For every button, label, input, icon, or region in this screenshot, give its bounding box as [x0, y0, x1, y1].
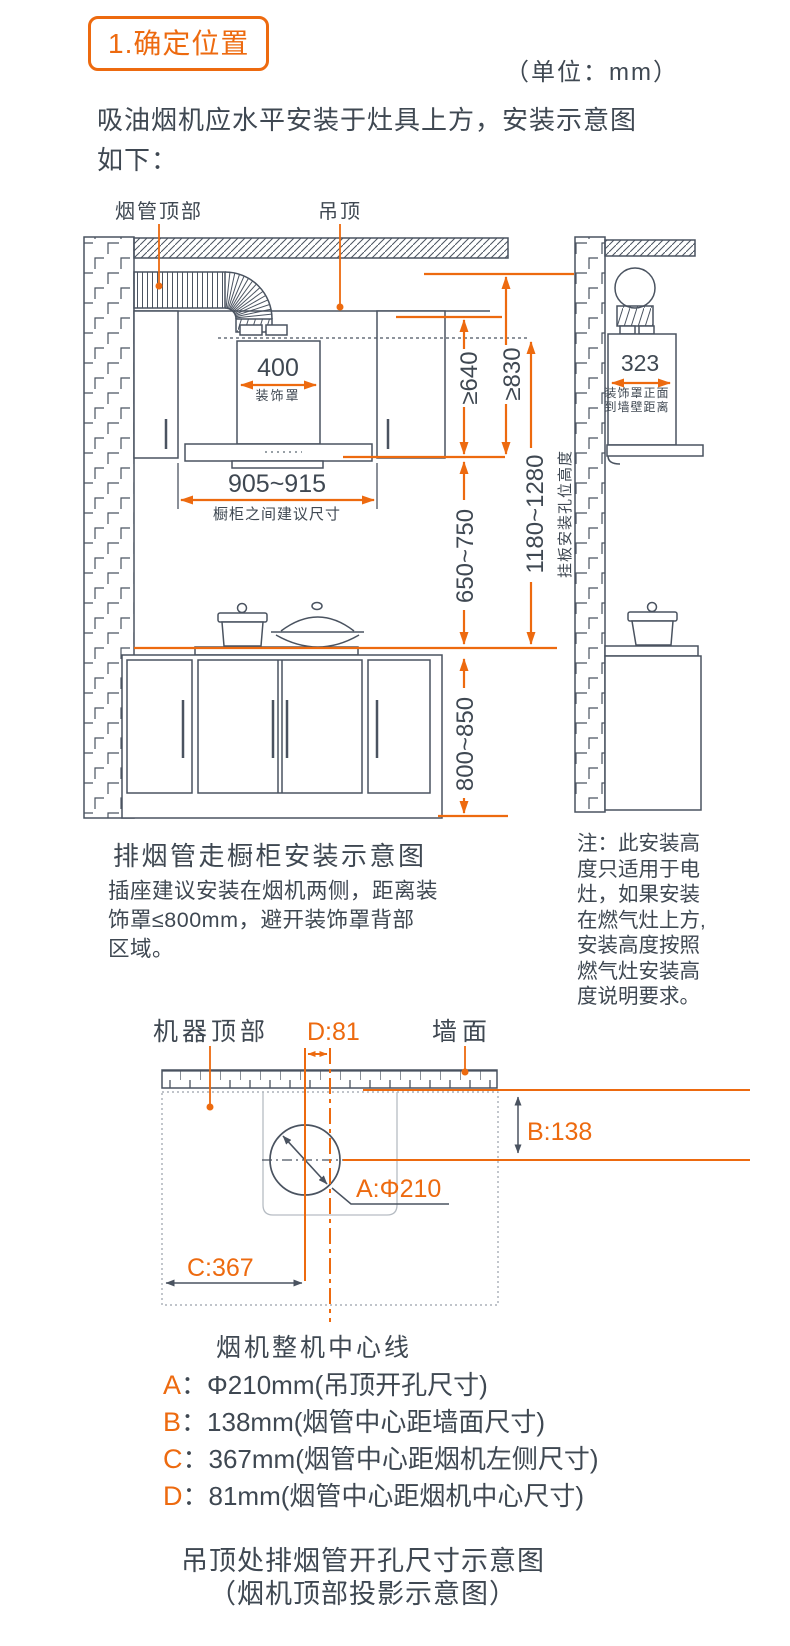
intro-text: 吸油烟机应水平安装于灶具上方，安装示意图 如下：: [97, 100, 737, 180]
legend-row-d: D：81mm(烟管中心距烟机中心尺寸): [163, 1478, 599, 1515]
inner-panel-outline: [262, 1092, 398, 1216]
base-cabinet-door: [197, 659, 363, 794]
projection-caption-line: 吊顶处排烟管开孔尺寸示意图: [181, 1546, 545, 1576]
legend-letter: A: [163, 1370, 182, 1400]
legend-letter: D: [163, 1481, 183, 1511]
legend-letter: B: [163, 1407, 182, 1437]
side-base-cabinet: [604, 655, 702, 811]
legend-colon: ：: [182, 1481, 209, 1511]
hood-duct-cap: [239, 324, 263, 336]
legend-text: 367mm(烟管中心距烟机左侧尺寸): [208, 1444, 599, 1474]
socket-note-line: 饰罩≤800mm，避开装饰罩背部: [108, 908, 415, 932]
gas-stove-note: 注：此安装高 度只适用于电 灶，如果安装 在燃气灶上方, 安装高度按照 燃气灶安…: [577, 831, 722, 1010]
dim-c: C:367: [187, 1254, 254, 1282]
gas-stove-note-line: 度只适用于电: [577, 857, 700, 881]
dim-650: 650~750: [452, 509, 479, 603]
dim-1180: 1180~1280: [522, 454, 549, 573]
ceiling-label: 吊顶: [318, 201, 362, 223]
leader-dot: [155, 282, 163, 290]
gas-stove-note-line: 安装高度按照: [577, 934, 700, 957]
legend-colon: ：: [181, 1407, 208, 1437]
socket-note-line: 插座建议安装在烟机两侧，距离装: [108, 879, 439, 903]
dim-400: 400: [257, 354, 299, 382]
exhaust-duct: [133, 271, 226, 309]
dim-323-note: 装饰罩正面: [604, 386, 669, 400]
hood-chimney-cover: [236, 340, 321, 445]
legend-colon: ：: [182, 1444, 209, 1474]
dim-d: D:81: [307, 1018, 360, 1046]
gas-stove-note-line: 度说明要求。: [577, 985, 700, 1008]
hood-duct-cap: [619, 325, 636, 335]
machine-top-label: 机器顶部: [153, 1018, 269, 1046]
duct-elbow: [224, 271, 273, 320]
projection-diagram-caption: 吊顶处排烟管开孔尺寸示意图 （烟机顶部投影示意图）: [130, 1545, 596, 1611]
legend-row-a: A：Φ210mm(吊顶开孔尺寸): [163, 1367, 599, 1404]
duct-top-label: 烟管顶部: [115, 200, 203, 223]
dim-b: B:138: [527, 1118, 592, 1146]
socket-note-line: 区域。: [108, 937, 175, 961]
right-wall: [574, 236, 606, 813]
dim-1180-note: 挂板安装孔位高度: [556, 450, 574, 578]
dim-830: ≥830: [499, 347, 526, 400]
wok-icon: [271, 601, 364, 648]
install-diagram-caption: 排烟管走橱柜安装示意图: [113, 841, 427, 871]
dimension-legend: A：Φ210mm(吊顶开孔尺寸) B：138mm(烟管中心距墙面尺寸) C：36…: [163, 1367, 599, 1515]
wall-label: 墙面: [432, 1018, 492, 1046]
dim-323-note: 到墙壁距离: [604, 399, 669, 414]
section-title: 1.确定位置: [88, 16, 270, 71]
intro-line: 如下：: [97, 145, 179, 175]
hood-side-body: [607, 333, 677, 446]
gas-stove-note-line: 在燃气灶上方,: [577, 908, 706, 932]
unit-label: （单位：mm）: [505, 59, 679, 86]
legend-text: Φ210mm(吊顶开孔尺寸): [207, 1370, 488, 1400]
ceiling-slab-right: [604, 239, 696, 257]
duct-section-circle: [614, 267, 656, 309]
hood-duct-cap: [265, 324, 288, 336]
ceiling-slab-left: [133, 237, 509, 259]
side-counter-ledge: [604, 645, 699, 657]
dim-400-note: 装饰罩: [255, 388, 300, 403]
pot-icon: [627, 601, 678, 646]
projection-caption-line: （烟机顶部投影示意图）: [209, 1579, 517, 1609]
dim-a-leader: [331, 1187, 449, 1205]
base-cabinet-door: [126, 659, 193, 794]
legend-row-b: B：138mm(烟管中心距墙面尺寸): [163, 1404, 599, 1441]
gas-stove-note-line: 灶，如果安装: [577, 883, 700, 906]
hood-canopy-strip: [231, 460, 324, 469]
dim-a: A:Φ210: [356, 1175, 441, 1203]
hood-side-curve: [607, 455, 621, 465]
centerline-label: 烟机整机中心线: [216, 1334, 412, 1362]
legend-text: 81mm(烟管中心距烟机中心尺寸): [208, 1481, 585, 1511]
base-cabinet-door: [367, 659, 431, 794]
legend-text: 138mm(烟管中心距墙面尺寸): [207, 1407, 546, 1437]
pot-icon: [217, 602, 268, 647]
intro-line: 吸油烟机应水平安装于灶具上方，安装示意图: [97, 105, 638, 135]
leader-dot: [206, 1103, 214, 1111]
hood-duct-cap: [638, 325, 655, 335]
leader-dot: [461, 1068, 469, 1076]
upper-cabinet-left: [133, 310, 179, 459]
projection-diagram: 机器顶部 D:81 墙面 B:138 A:Φ210 C:367 烟机整机中心线: [153, 1018, 750, 1362]
dim-905-note: 橱柜之间建议尺寸: [213, 506, 341, 523]
dim-800: 800~850: [452, 697, 479, 791]
gas-stove-note-line: 注：此安装高: [577, 832, 700, 855]
dim-323: 323: [621, 350, 659, 376]
duct-connector-side: [616, 305, 654, 327]
socket-note: 插座建议安装在烟机两侧，距离装 饰罩≤800mm，避开装饰罩背部 区域。: [108, 877, 588, 964]
legend-row-c: C：367mm(烟管中心距烟机左侧尺寸): [163, 1441, 599, 1478]
gas-stove-note-line: 燃气灶安装高: [577, 959, 700, 983]
dim-905: 905~915: [228, 470, 326, 498]
leader-dot: [336, 303, 344, 311]
legend-letter: C: [163, 1444, 183, 1474]
legend-colon: ：: [181, 1370, 208, 1400]
dim-640: ≥640: [456, 351, 483, 404]
machine-top-outline: [161, 1091, 499, 1306]
hood-side-canopy: [606, 444, 704, 457]
installation-diagram: 烟管顶部 吊顶 400 装饰罩 905~915 橱柜之间建议尺寸 ≥640 ≥8…: [83, 200, 704, 819]
